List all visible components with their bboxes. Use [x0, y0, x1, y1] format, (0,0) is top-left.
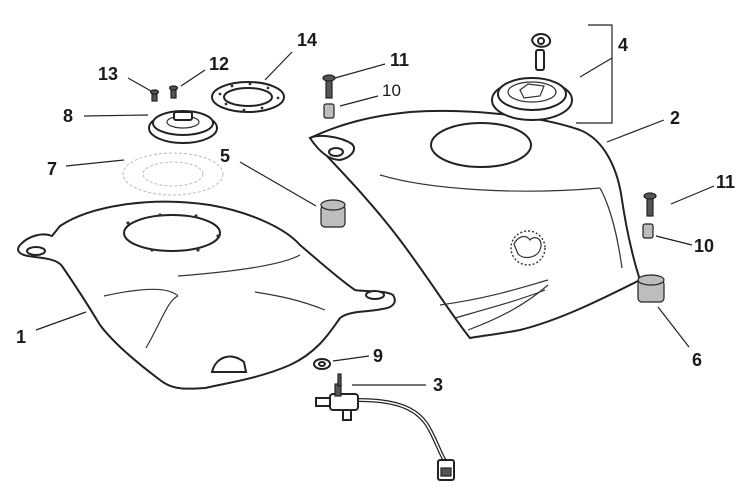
callout-6: 6 [692, 350, 702, 370]
fuel-cap-with-key [491, 33, 573, 121]
callout-4: 4 [618, 35, 628, 55]
fuel-tap-with-hose [315, 373, 455, 481]
flange-plate [211, 81, 285, 113]
callout-10-right: 10 [694, 236, 714, 256]
callout-10-top: 10 [382, 81, 401, 100]
spacer-10-right [642, 223, 654, 239]
pump-flange [148, 110, 218, 144]
callout-5: 5 [220, 146, 230, 166]
callout-3: 3 [433, 375, 443, 395]
callout-11-top: 11 [390, 50, 409, 70]
rubber-mount-6 [637, 274, 665, 303]
tank-lower-shell [17, 200, 396, 390]
gasket-ring [122, 152, 224, 196]
leader-lines [35, 24, 715, 386]
callout-1: 1 [16, 327, 26, 347]
washer-9 [313, 358, 331, 370]
bolt-11-right [643, 192, 657, 217]
callout-9: 9 [373, 346, 383, 366]
callout-7: 7 [47, 159, 57, 179]
callout-11-right: 11 [716, 172, 735, 192]
spacer-10-top [323, 103, 335, 119]
screw-13 [149, 89, 160, 102]
callout-13: 13 [98, 64, 118, 84]
screw-12 [168, 85, 179, 99]
tank-upper-cover [308, 110, 642, 340]
rubber-mount-5 [320, 199, 346, 228]
callout-8: 8 [63, 106, 73, 126]
callout-14: 14 [297, 30, 317, 50]
callout-12: 12 [209, 54, 229, 74]
bolt-11-top [322, 74, 336, 99]
callout-2: 2 [670, 108, 680, 128]
callouts: 1 2 3 4 5 6 7 8 9 10 10 11 11 12 13 14 [16, 30, 735, 395]
